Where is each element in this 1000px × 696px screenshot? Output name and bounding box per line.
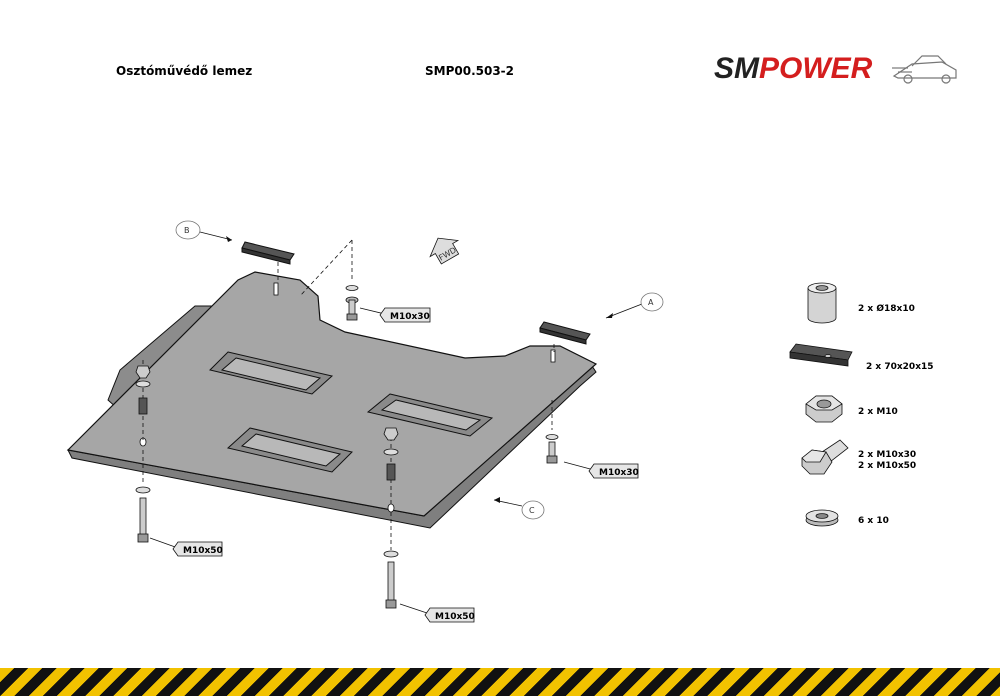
mounting-hole — [387, 503, 395, 513]
bolt-m10x50-bottom — [383, 550, 399, 609]
forward-arrow-icon: FWD — [429, 237, 460, 265]
stamped-recess — [366, 393, 494, 437]
parts-list-qty-spacer: 2 x Ø18x10 — [858, 303, 915, 314]
fastener-stack-left — [135, 365, 151, 415]
parts-list-qty-bolt-30: 2 x M10x30 — [858, 450, 916, 460]
parts-list-qty-bolt-50: 2 x M10x50 — [858, 461, 916, 471]
bolt-m10x30-top — [345, 285, 359, 321]
mounting-slot — [550, 349, 556, 363]
svg-text:SMPOWER: SMPOWER — [714, 52, 873, 85]
parts-list: 2 x Ø18x10 2 x 70x20x15 2 x M10 2 x M10x… — [789, 282, 934, 527]
bolt-m10x50-left — [135, 486, 151, 543]
label-b: B — [184, 226, 190, 235]
skid-plate — [66, 271, 598, 517]
callout-balloon-b: B — [175, 220, 201, 240]
brand-logo-part2: POWER — [759, 52, 873, 85]
car-silhouette-icon — [892, 55, 957, 84]
plate-insert-b — [241, 241, 295, 265]
mounting-slot — [273, 282, 279, 296]
stamped-recess — [226, 427, 353, 473]
hex-nut-icon — [805, 395, 843, 423]
fastener-stack-middle — [383, 427, 399, 481]
callout-bolt-right: M10x30 — [599, 468, 639, 478]
brand-logo-part1: SM — [714, 52, 760, 85]
hex-bolt-icon — [801, 439, 849, 475]
bolt-m10x30-right — [545, 434, 559, 464]
callout-balloon-c: C — [521, 500, 545, 520]
stamped-recess — [209, 351, 334, 395]
callout-box-bolt-right: M10x30 — [588, 463, 639, 479]
plate-insert-icon — [789, 343, 853, 367]
callout-bolt-top: M10x30 — [390, 312, 430, 322]
callout-box-bolt-top: M10x30 — [379, 307, 431, 323]
parts-list-qty-washer: 6 x 10 — [858, 516, 889, 526]
callout-box-bolt-bottom: M10x50 — [424, 607, 475, 623]
callout-balloon-a: A — [640, 292, 664, 312]
callout-bolt-left: M10x50 — [183, 546, 223, 556]
label-c: C — [529, 506, 535, 515]
hazard-stripe-footer — [0, 668, 1000, 696]
spacer-sleeve-icon — [807, 282, 837, 324]
product-name: Osztóművédő lemez — [116, 64, 253, 78]
callout-bolt-bottom: M10x50 — [435, 612, 475, 622]
label-a: A — [648, 298, 654, 307]
plate-insert-a — [539, 321, 591, 345]
washer-icon — [805, 509, 839, 527]
parts-list-qty-nut: 2 x M10 — [858, 407, 898, 417]
product-code: SMP00.503-2 — [425, 64, 515, 78]
brand-logo: SMPOWER — [714, 52, 957, 85]
callout-box-bolt-left: M10x50 — [172, 541, 223, 557]
parts-list-qty-insert: 2 x 70x20x15 — [866, 362, 934, 372]
